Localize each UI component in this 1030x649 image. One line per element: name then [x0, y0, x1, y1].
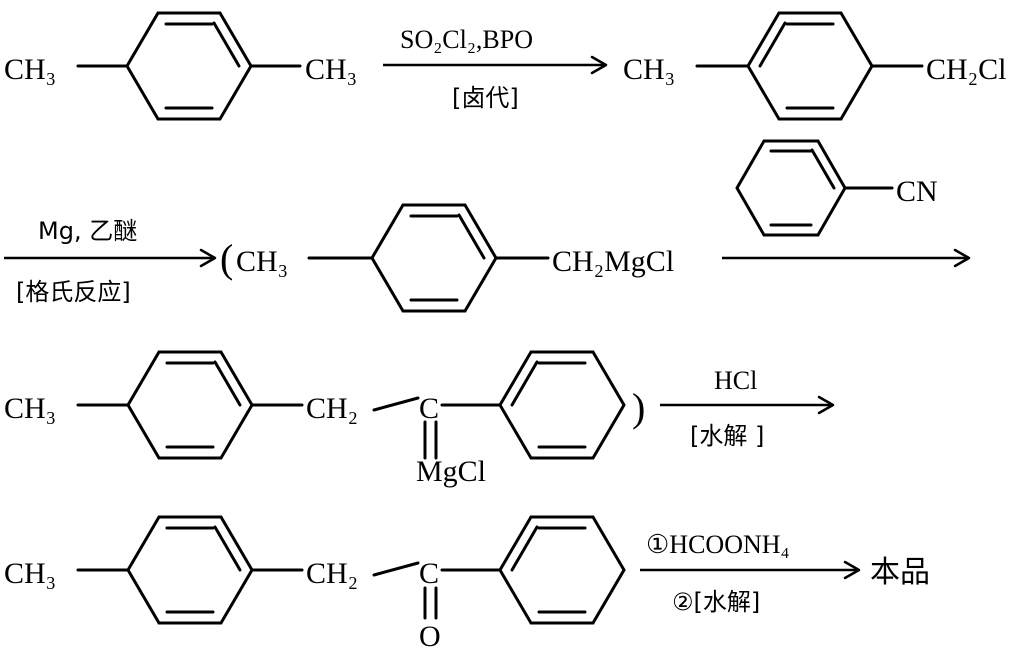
reaction-arrow-1	[383, 55, 608, 75]
grignard-methyl: CH₃	[236, 245, 288, 278]
reaction-arrow-3	[722, 248, 971, 268]
benzene-ring	[746, 11, 874, 121]
ketone-oxygen: O	[419, 620, 441, 649]
product-chloromethyl: CH₂Cl	[926, 53, 1006, 86]
row-4: CH₃ CH₂ C O ①HCOONH₄ ②[水解] 本品	[4, 515, 930, 649]
open-parenthesis: (	[220, 236, 233, 281]
arrow-2-reagent: Mg, 乙醚	[38, 217, 137, 245]
final-product: 本品	[870, 555, 930, 590]
imine-mgcl: MgCl	[416, 455, 486, 488]
arrow-5-reagent: ①HCOONH₄	[646, 530, 790, 559]
benzene-ring	[126, 515, 254, 625]
benzene-ring	[498, 350, 626, 460]
benzene-ring	[370, 203, 498, 313]
reaction-arrow-5	[640, 560, 861, 580]
row-2: Mg, 乙醚 [格氏反应] ( CH₃ CH₂MgCl CN	[4, 139, 971, 313]
ketone-ch2: CH₂	[306, 557, 358, 590]
reaction-arrow-2	[4, 248, 217, 268]
row-3: CH₃ CH₂ C MgCl ) HCl [水解 ]	[4, 350, 835, 488]
bond	[372, 561, 420, 577]
intermediate-ch2: CH₂	[306, 392, 358, 425]
benzene-ring	[735, 139, 847, 237]
ketone-methyl: CH₃	[4, 557, 56, 590]
arrow-1-reagent: SO₂Cl₂,BPO	[400, 25, 533, 54]
ketone-carbon: C	[419, 557, 439, 590]
benzene-ring	[125, 11, 253, 121]
benzene-ring	[498, 515, 626, 625]
arrow-5-label: ②[水解]	[672, 588, 760, 616]
row-1: CH₃ CH₃ SO₂Cl₂,BPO [卤代] CH₃ CH₂Cl	[4, 11, 1006, 121]
grignard-ch2mgcl: CH₂MgCl	[552, 245, 674, 278]
nitrile-group: CN	[896, 175, 938, 208]
close-parenthesis: )	[632, 385, 645, 430]
start-methyl-right: CH₃	[305, 53, 357, 86]
arrow-1-label: [卤代]	[452, 84, 519, 112]
benzene-ring	[126, 350, 254, 460]
start-methyl-left: CH₃	[4, 53, 56, 86]
bond	[372, 396, 420, 412]
arrow-2-label: [格氏反应]	[16, 278, 131, 306]
intermediate-methyl: CH₃	[4, 392, 56, 425]
reaction-arrow-4	[660, 395, 835, 415]
intermediate-carbon: C	[419, 392, 439, 425]
product-methyl: CH₃	[623, 53, 675, 86]
arrow-4-label: [水解 ]	[690, 422, 764, 450]
arrow-4-reagent: HCl	[714, 366, 757, 395]
